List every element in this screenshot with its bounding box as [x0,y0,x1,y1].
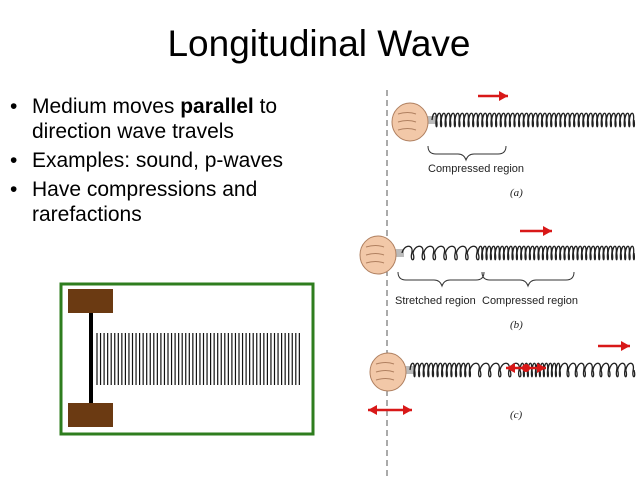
arrow-head [506,363,515,373]
top-block [68,289,113,313]
finger-line [375,370,395,373]
fist-shape [359,235,397,275]
panel-b-caption: (b) [510,319,523,331]
coil-path [431,112,636,128]
hand-icon [391,102,436,142]
bullet-item: Examples: sound, p-waves [8,148,338,173]
arrow-head [621,341,630,351]
finger-line [397,112,417,115]
bottom-block [68,403,113,427]
finger-line [397,128,417,131]
coil-path [409,362,636,378]
fist-shape [369,352,407,392]
finger-line [365,261,385,264]
panel-b: Stretched region Compressed region (b) [359,226,636,331]
region-brace [397,271,485,288]
oscillation-arrow-icon [368,405,412,415]
finger-line [365,253,385,256]
fist-shape [391,102,429,142]
bullet-item: Medium moves parallel to direction wave … [8,94,338,144]
tagged-particle [522,364,530,372]
compression-lines [96,333,300,385]
push-arrow-icon [598,341,630,351]
push-arrow-icon [520,226,552,236]
finger-line [375,362,395,365]
spring-coil [409,362,636,378]
panel-c-caption: (c) [510,409,523,421]
finger-line [375,378,395,381]
spring-coil [431,112,636,128]
arrow-head [543,226,552,236]
arrow-head [368,405,377,415]
rod-stub [400,366,414,374]
green-frame [59,282,315,436]
slide-title: Longitudinal Wave [167,23,471,64]
bullet-item: Have compressions and rarefactions [8,177,338,227]
stretched-region-label: Stretched region [395,295,476,307]
hand-icon [369,352,414,392]
wave-animation-box [59,282,315,436]
panel-c: (c) [368,341,636,421]
panel-a-caption: (a) [510,187,523,199]
spring-coil [401,245,636,261]
arrow-head [537,363,546,373]
compressed-region-label: Compressed region [428,163,524,175]
region-brace [427,145,507,162]
compressed-region-label: Compressed region [482,295,578,307]
hand-icon [359,235,404,275]
arrow-head [403,405,412,415]
region-brace [481,271,575,288]
push-arrow-icon [478,91,508,101]
arrow-head [499,91,508,101]
finger-line [365,245,385,248]
rod-stub [422,116,436,124]
panel-a: Compressed region (a) [391,91,636,199]
coil-path [401,245,636,261]
bullet-list: Medium moves parallel to direction wave … [8,94,338,231]
finger-line [397,120,417,123]
rod-stub [390,249,404,257]
